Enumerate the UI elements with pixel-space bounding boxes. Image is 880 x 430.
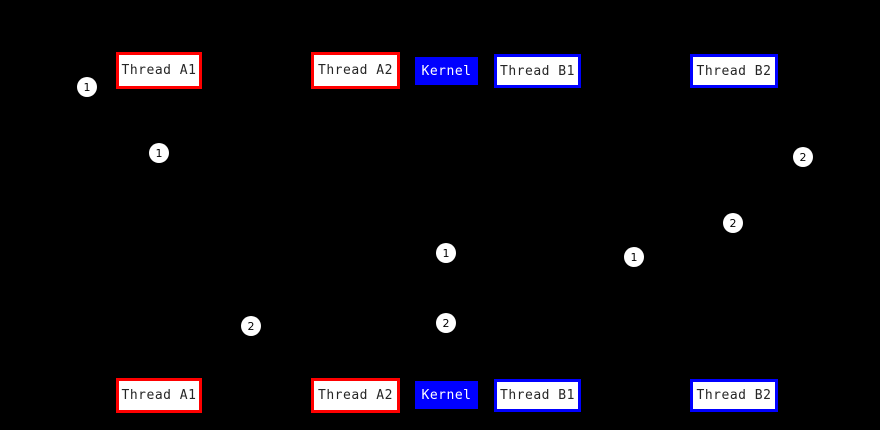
lifeline-thread-b1	[537, 88, 538, 378]
participant-label: Thread B2	[696, 388, 772, 403]
participant-thread-a2-top[interactable]: Thread A2	[311, 52, 400, 89]
participant-thread-b1-bottom[interactable]: Thread B1	[494, 379, 581, 412]
message-arrow-m5	[537, 257, 634, 258]
sequence-badge-number: 2	[729, 216, 737, 230]
participant-label: Thread A2	[318, 388, 393, 403]
participant-label: Thread A1	[121, 63, 197, 78]
message-arrow-m1	[159, 153, 355, 154]
participant-kernel-bottom[interactable]: Kernel	[415, 381, 478, 409]
sequence-badge: 2	[723, 213, 743, 233]
sequence-badge-number: 1	[83, 80, 91, 94]
sequence-badge-number: 2	[247, 319, 255, 333]
participant-label: Thread B1	[500, 388, 575, 403]
sequence-badge-number: 2	[442, 316, 450, 330]
participant-thread-b2-bottom[interactable]: Thread B2	[690, 379, 778, 412]
participant-label: Kernel	[421, 63, 472, 79]
participant-thread-b2-top[interactable]: Thread B2	[690, 54, 778, 88]
sequence-badge: 2	[241, 316, 261, 336]
participant-label: Kernel	[421, 387, 472, 403]
participant-label: Thread A2	[318, 63, 393, 78]
participant-thread-a1-bottom[interactable]: Thread A1	[116, 378, 202, 413]
sequence-badge: 1	[436, 243, 456, 263]
sequence-badge: 2	[436, 313, 456, 333]
sequence-badge-number: 1	[155, 146, 163, 160]
participant-thread-a1-top[interactable]: Thread A1	[116, 52, 202, 89]
message-arrow-m4	[446, 253, 537, 254]
sequence-badge-number: 2	[799, 150, 807, 164]
sequence-badge-number: 1	[630, 250, 638, 264]
participant-thread-a2-bottom[interactable]: Thread A2	[311, 378, 400, 413]
participant-kernel-top[interactable]: Kernel	[415, 57, 478, 85]
lifeline-thread-a1	[159, 89, 160, 378]
sequence-badge: 1	[149, 143, 169, 163]
participant-label: Thread B2	[696, 63, 772, 79]
message-arrow-m2	[733, 157, 803, 158]
message-arrow-m6	[159, 326, 251, 327]
sequence-badge: 1	[624, 247, 644, 267]
sequence-badge: 2	[793, 147, 813, 167]
sequence-badge: 1	[77, 77, 97, 97]
sequence-badge-number: 1	[442, 246, 450, 260]
lifeline-kernel	[446, 85, 447, 378]
participant-thread-b1-top[interactable]: Thread B1	[494, 54, 581, 88]
lifeline-thread-b2	[733, 88, 734, 378]
participant-label: Thread A1	[121, 388, 197, 403]
message-arrow-m7	[355, 323, 446, 324]
participant-label: Thread B1	[500, 63, 575, 79]
lifeline-thread-a2	[355, 89, 356, 378]
